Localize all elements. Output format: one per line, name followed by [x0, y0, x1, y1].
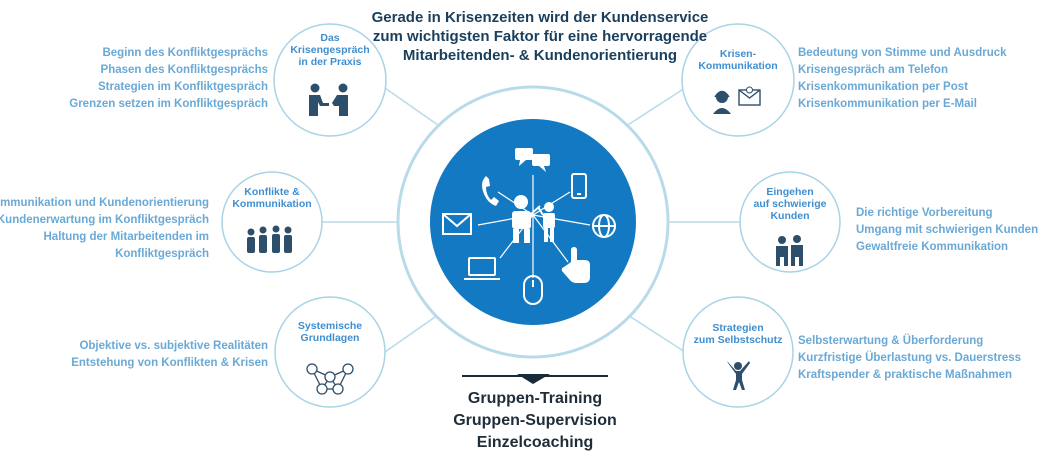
list-item: Kurzfristige Überlastung vs. Dauerstress — [798, 352, 1022, 364]
title-line-2: zum wichtigsten Faktor für eine hervorra… — [372, 28, 708, 45]
list-item: Strategien im Konfliktgespräch — [98, 81, 268, 93]
chat-bubbles-icon — [515, 148, 550, 172]
list-item: Kundenerwartung im Konfliktgespräch — [0, 214, 209, 226]
phone-icon — [482, 176, 499, 206]
node-krisenkomm — [681, 23, 795, 137]
list-item: Die richtige Vorbereitung — [856, 207, 993, 219]
node-eingehen — [739, 171, 841, 273]
node-systemisch — [274, 296, 386, 408]
node-eingehen-label: Eingehen auf schwierige Kunden — [753, 186, 827, 222]
envelope-icon — [442, 213, 472, 235]
node-strategien-label: Strategien zum Selbstschutz — [693, 322, 783, 346]
list-item: Phasen des Konfliktgesprächs — [100, 64, 268, 76]
list-item: Konfliktgespräch — [115, 248, 209, 260]
list-item: Krisenkommunikation per E-Mail — [798, 98, 977, 110]
list-item: Umgang mit schwierigen Kunden — [856, 224, 1039, 236]
list-praxis: Beginn des Konfliktgesprächs Phasen des … — [69, 45, 268, 113]
node-konflikte-label: Konflikte & Kommunikation — [232, 186, 312, 210]
smartphone-icon — [571, 173, 587, 199]
node-praxis-label: Das Krisengespräch in der Praxis — [290, 32, 370, 68]
network-icon — [306, 363, 354, 395]
connector-praxis — [384, 87, 446, 131]
list-eingehen: Die richtige Vorbereitung Umgang mit sch… — [856, 205, 1038, 256]
list-item: Krisengespräch am Telefon — [798, 64, 948, 76]
node-konflikte — [221, 171, 323, 273]
group-people-icon — [247, 225, 292, 253]
globe-icon — [592, 214, 616, 238]
robot-and-person-icon — [512, 195, 555, 243]
node-praxis — [273, 23, 387, 137]
connector-krisenkomm — [619, 87, 686, 131]
list-krisenkomm: Bedeutung von Stimme und Ausdruck Krisen… — [798, 45, 1007, 113]
node-systemisch-label: Systemische Grundlagen — [297, 320, 363, 344]
handshake-people-icon — [309, 83, 348, 116]
format-item: Einzelcoaching — [476, 434, 594, 451]
list-item: Gewaltfreie Kommunikation — [856, 241, 1009, 253]
headset-mail-icon — [713, 86, 761, 114]
node-strategien — [682, 296, 794, 408]
formats-list: Gruppen-Training Gruppen-Supervision Ein… — [430, 388, 640, 454]
hub-icons — [442, 148, 616, 305]
down-arrow-icon — [462, 374, 608, 384]
two-people-icon — [776, 235, 803, 266]
format-item: Gruppen-Training — [467, 390, 603, 407]
list-item: Kraftspender & praktische Maßnahmen — [798, 369, 1013, 381]
node-krisenkomm-label: Krisen- Kommunikation — [698, 48, 778, 72]
laptop-icon — [464, 257, 500, 280]
list-item: Kommunikation und Kundenorientierung — [0, 197, 209, 209]
list-item: Krisenkommunikation per Post — [798, 81, 968, 93]
list-item: Objektive vs. subjektive Realitäten — [79, 340, 268, 352]
title-line-3: Mitarbeitenden- & Kundenorientierung — [402, 47, 678, 64]
mouse-icon — [523, 275, 543, 305]
list-item: Haltung der Mitarbeitenden im — [43, 231, 210, 243]
format-item: Gruppen-Supervision — [453, 412, 617, 429]
list-item: Grenzen setzen im Konfliktgespräch — [69, 98, 268, 110]
list-item: Entstehung von Konflikten & Krisen — [71, 357, 268, 369]
diagram-title: Gerade in Krisenzeiten wird der Kundense… — [330, 8, 750, 65]
list-item: Beginn des Konfliktgesprächs — [102, 47, 268, 59]
connectors — [318, 87, 740, 353]
list-item: Bedeutung von Stimme und Ausdruck — [798, 47, 1007, 59]
list-systemisch: Objektive vs. subjektive Realitäten Ents… — [71, 338, 268, 372]
title-line-1: Gerade in Krisenzeiten wird der Kundense… — [371, 9, 709, 26]
pointer-hand-icon — [561, 247, 590, 283]
list-konflikte: Kommunikation und Kundenorientierung Kun… — [0, 195, 209, 263]
jumping-person-icon — [727, 361, 750, 390]
list-strategien: Selbsterwartung & Überforderung Kurzfris… — [798, 333, 1021, 384]
list-item: Selbsterwartung & Überforderung — [798, 335, 984, 347]
